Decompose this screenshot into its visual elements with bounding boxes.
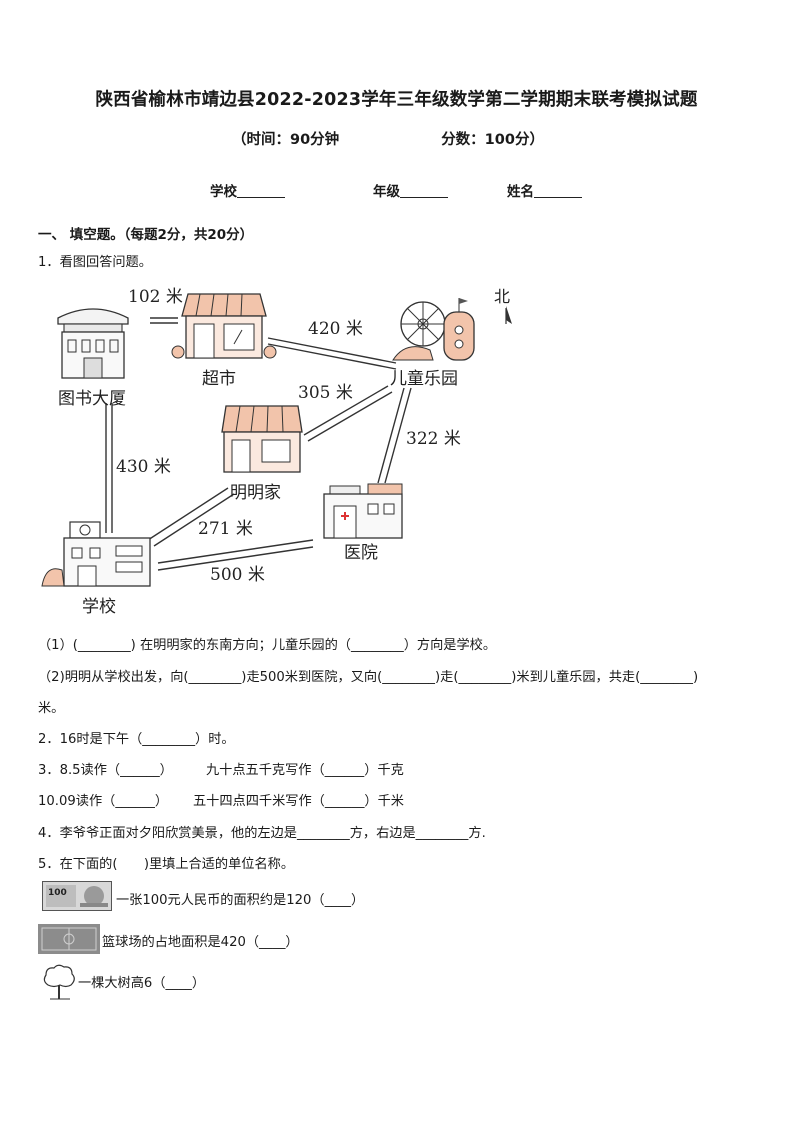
distance-library-school: 430 米: [116, 457, 171, 477]
exam-subtitle: （时间：90分钟 分数：100分）: [232, 128, 544, 149]
basketball-court-icon: [38, 924, 100, 954]
total-score: 分数：100分）: [441, 132, 544, 148]
grade-blank[interactable]: [400, 183, 448, 198]
time-limit: （时间：90分钟: [232, 132, 340, 148]
map-diagram: 图书大厦 超市 儿童乐园 北: [41, 287, 512, 617]
question-1-part-2[interactable]: （2)明明从学校出发，向(________)走500米到医院，又向(______…: [38, 670, 699, 685]
school-field[interactable]: 学校: [210, 180, 285, 200]
hospital-icon: [323, 483, 403, 539]
name-label: 姓名: [507, 184, 534, 200]
question-5-item-tree[interactable]: 一棵大树高6（____）: [78, 976, 206, 991]
name-field[interactable]: 姓名: [507, 180, 582, 200]
section-heading: 一、 填空题。（每题2分，共20分）: [38, 227, 254, 243]
distance-park-hospital: 322 米: [406, 429, 461, 449]
north-label: 北: [494, 287, 510, 306]
hospital-label: 医院: [344, 543, 378, 563]
school-blank[interactable]: [237, 183, 285, 198]
tree-icon: [43, 964, 75, 1000]
question-1-part-2-end: 米。: [38, 701, 65, 716]
question-3-kilometer-write[interactable]: 五十四点四千米写作（______）千米: [193, 794, 404, 809]
school-icon: [41, 521, 151, 587]
question-3-decimal-read[interactable]: 3．8.5读作（______）: [38, 763, 173, 778]
supermarket-label: 超市: [202, 369, 236, 389]
library-label: 图书大厦: [58, 389, 126, 409]
school-label: 学校: [210, 184, 237, 200]
grade-label: 年级: [373, 184, 400, 200]
distance-school-hospital: 500 米: [210, 565, 265, 585]
home-label: 明明家: [230, 483, 281, 503]
question-2[interactable]: 2．16时是下午（________）时。: [38, 732, 235, 747]
question-3-kilogram-write[interactable]: 九十点五千克写作（______）千克: [206, 763, 404, 778]
park-label: 儿童乐园: [390, 369, 458, 389]
distance-park-home: 305 米: [298, 383, 353, 403]
supermarket-icon: [171, 293, 277, 359]
banknote-value: 100: [48, 888, 67, 898]
grade-field[interactable]: 年级: [373, 180, 448, 200]
question-4[interactable]: 4．李爷爷正面对夕阳欣赏美景，他的左边是________方，右边是_______…: [38, 826, 486, 841]
question-5-item-banknote[interactable]: 一张100元人民币的面积约是120（____）: [116, 893, 365, 908]
distance-library-supermarket: 102 米: [128, 287, 183, 307]
home-icon: [221, 405, 303, 473]
library-icon: [57, 308, 129, 379]
question-3-decimal-read-2[interactable]: 10.09读作（______）: [38, 794, 169, 809]
question-1: 1．看图回答问题。: [38, 255, 152, 270]
school-label: 学校: [82, 597, 116, 617]
park-icon: [392, 298, 475, 361]
question-5-item-court[interactable]: 篮球场的占地面积是420（____）: [102, 935, 299, 950]
exam-title: 陕西省榆林市靖边县2022-2023学年三年级数学第二学期期末联考模拟试题: [95, 90, 698, 110]
name-blank[interactable]: [534, 183, 582, 198]
question-1-part-1[interactable]: （1）(________) 在明明家的东南方向；儿童乐园的（________）方…: [38, 638, 497, 653]
roads: [105, 317, 412, 571]
banknote-icon: 100: [42, 881, 112, 911]
distance-home-school: 271 米: [198, 519, 253, 539]
distance-supermarket-park: 420 米: [308, 319, 363, 339]
north-arrow-icon: [505, 306, 512, 324]
question-5: 5．在下面的( )里填上合适的单位名称。: [38, 857, 295, 872]
